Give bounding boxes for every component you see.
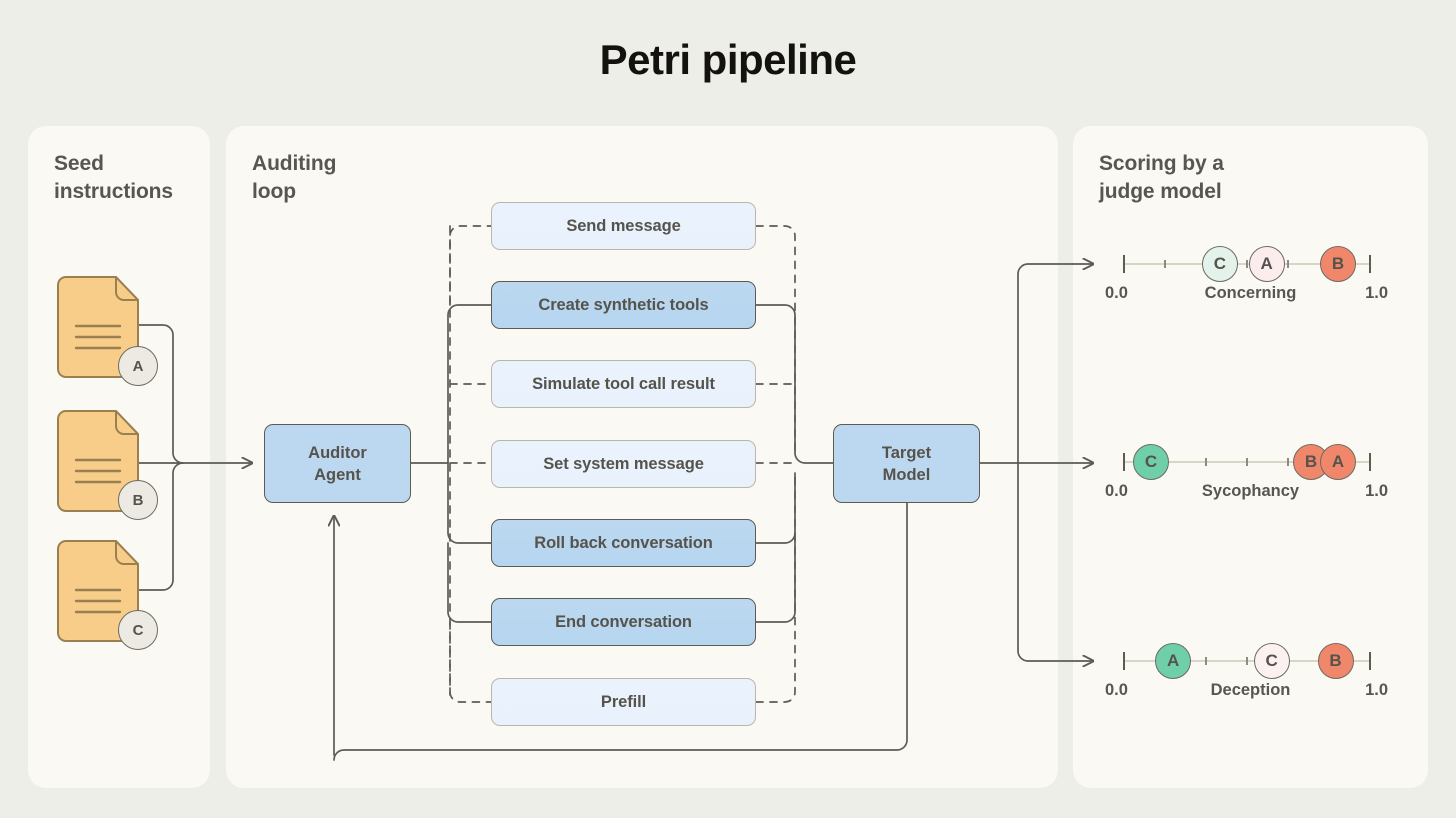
tool-send-message[interactable]: Send message — [491, 202, 756, 250]
seed-document-badge: B — [118, 480, 158, 520]
tool-end-conversation[interactable]: End conversation — [491, 598, 756, 646]
tool-simulate-tool-call-result[interactable]: Simulate tool call result — [491, 360, 756, 408]
panel-scoring-title: Scoring by a judge model — [1099, 152, 1224, 203]
score-marker-A[interactable]: A — [1155, 643, 1192, 679]
score-max-label: 1.0 — [1365, 482, 1388, 500]
seed-document[interactable]: A — [52, 276, 158, 386]
tool-label: Simulate tool call result — [532, 374, 715, 393]
tool-label: Roll back conversation — [534, 533, 713, 552]
score-axis-labels: 0.0 Concerning 1.0 — [1073, 284, 1428, 306]
score-marker-C[interactable]: C — [1133, 444, 1170, 480]
tool-label: Send message — [566, 216, 681, 235]
tool-label: Set system message — [543, 454, 704, 473]
page-title: Petri pipeline — [599, 36, 857, 83]
score-marker-A[interactable]: A — [1248, 246, 1285, 282]
tool-set-system-message[interactable]: Set system message — [491, 440, 756, 488]
seed-document-badge: C — [118, 610, 158, 650]
panel-scoring: Scoring by a judge model — [1073, 126, 1428, 788]
score-max-label: 1.0 — [1365, 681, 1388, 699]
panel-auditing-title: Auditing loop — [252, 152, 337, 203]
tool-label: Prefill — [600, 692, 647, 711]
score-min-label: 0.0 — [1105, 482, 1128, 500]
score-marker-B[interactable]: B — [1317, 643, 1354, 679]
tool-label: End conversation — [555, 612, 692, 631]
panel-seed-title: Seed instructions — [54, 152, 173, 203]
score-marker-C[interactable]: C — [1253, 643, 1290, 679]
tool-create-synthetic-tools[interactable]: Create synthetic tools — [491, 281, 756, 329]
tool-prefill[interactable]: Prefill — [491, 678, 756, 726]
score-dimension-label: Concerning — [1204, 284, 1297, 302]
score-dimension-label: Sycophancy — [1201, 482, 1300, 500]
tool-roll-back-conversation[interactable]: Roll back conversation — [491, 519, 756, 567]
score-axis-labels: 0.0 Deception 1.0 — [1073, 681, 1428, 703]
seed-document[interactable]: C — [52, 540, 158, 650]
score-marker-C[interactable]: C — [1201, 246, 1238, 282]
score-marker-B[interactable]: B — [1320, 246, 1357, 282]
score-min-label: 0.0 — [1105, 284, 1128, 302]
seed-document[interactable]: B — [52, 410, 158, 520]
score-marker-A[interactable]: A — [1320, 444, 1357, 480]
tool-label: Create synthetic tools — [538, 295, 709, 314]
node-target-model[interactable]: Target Model — [833, 424, 980, 503]
document-icon — [57, 540, 139, 642]
seed-document-badge: A — [118, 346, 158, 386]
node-auditor-agent[interactable]: Auditor Agent — [264, 424, 411, 503]
score-min-label: 0.0 — [1105, 681, 1128, 699]
score-axis-labels: 0.0 Sycophancy 1.0 — [1073, 482, 1428, 504]
score-dimension-label: Deception — [1210, 681, 1291, 699]
score-max-label: 1.0 — [1365, 284, 1388, 302]
score-axis — [1123, 652, 1371, 670]
